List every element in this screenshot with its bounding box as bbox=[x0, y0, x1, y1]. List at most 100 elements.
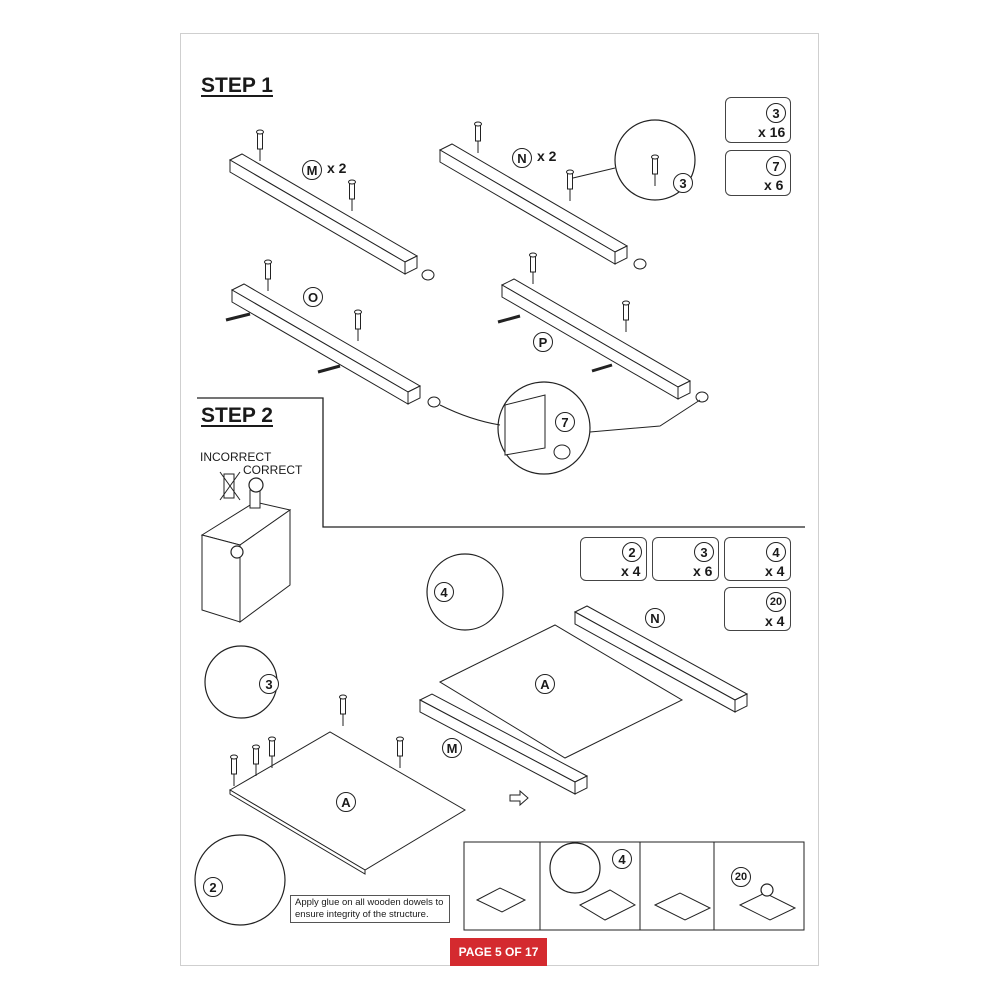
block-icon bbox=[475, 887, 527, 913]
glide-foot-icon bbox=[695, 391, 709, 403]
part-label-p: P bbox=[533, 332, 553, 352]
hardware-box-20: 20 x 4 bbox=[724, 587, 791, 631]
hardware-box-3: 3 x 16 bbox=[725, 97, 791, 143]
cam-bolt-icon bbox=[497, 314, 521, 324]
rail-p bbox=[677, 380, 691, 400]
cam-bolt-icon bbox=[349, 182, 355, 200]
block-icon bbox=[578, 889, 637, 921]
cam-bolt-icon bbox=[652, 157, 658, 175]
hardware-id-3: 3 bbox=[766, 103, 786, 123]
cam-bolt-icon bbox=[230, 754, 238, 760]
rail-n2 bbox=[734, 693, 748, 713]
rail-m bbox=[228, 153, 419, 263]
hardware-qty-3: x 16 bbox=[758, 124, 786, 140]
cam-bolt-icon bbox=[268, 736, 276, 742]
hardware-qty-3b: x 6 bbox=[693, 563, 713, 579]
callout-2-circle bbox=[194, 834, 286, 926]
cam-bolt-icon bbox=[567, 172, 573, 190]
glide-foot-icon bbox=[427, 396, 441, 408]
hardware-qty-4: x 4 bbox=[765, 563, 785, 579]
sequence-callout-20: 20 bbox=[731, 867, 751, 887]
leader-line bbox=[439, 404, 501, 426]
page-number-badge: PAGE 5 OF 17 bbox=[450, 938, 547, 966]
dowel-icon bbox=[223, 473, 235, 499]
step-1-heading: STEP 1 bbox=[201, 74, 273, 97]
glide-foot-icon bbox=[553, 444, 571, 460]
cam-bolt-icon bbox=[225, 312, 251, 322]
cam-bolt-icon bbox=[354, 309, 362, 315]
part-label-o: O bbox=[303, 287, 323, 307]
cam-bolt-icon bbox=[252, 744, 260, 750]
leader-line bbox=[589, 399, 701, 433]
rail-m bbox=[404, 255, 418, 275]
hardware-box-3b: 3 x 6 bbox=[652, 537, 719, 581]
cam-bolt-icon bbox=[257, 132, 263, 150]
step-divider bbox=[197, 397, 805, 528]
callout-3b-label: 3 bbox=[259, 674, 279, 694]
block-icon bbox=[738, 892, 797, 921]
rail-n bbox=[439, 149, 616, 265]
cam-bolt-icon bbox=[348, 179, 356, 185]
hardware-id-7: 7 bbox=[766, 156, 786, 176]
hardware-box-2: 2 x 4 bbox=[580, 537, 647, 581]
rail-o bbox=[407, 385, 421, 405]
sequence-frame bbox=[463, 841, 805, 931]
cam-bolt-icon bbox=[397, 739, 403, 757]
incorrect-cross-icon bbox=[219, 471, 241, 501]
cam-bolt-icon bbox=[529, 252, 537, 258]
callout-4-label: 4 bbox=[434, 582, 454, 602]
cam-bolt-icon bbox=[474, 121, 482, 127]
cam-bolt-icon bbox=[317, 364, 341, 374]
part-label-a: A bbox=[336, 792, 356, 812]
cam-bolt-icon bbox=[651, 154, 659, 160]
arrow-right-icon bbox=[509, 789, 529, 807]
rail-o bbox=[230, 283, 422, 393]
rail-n bbox=[614, 245, 628, 265]
callout-4-detail-circle bbox=[549, 842, 601, 894]
glide-foot-icon bbox=[633, 258, 647, 270]
cam-bolt-icon bbox=[269, 739, 275, 757]
cam-bolt-icon bbox=[339, 694, 347, 700]
hardware-id-3b: 3 bbox=[694, 542, 714, 562]
rail-p bbox=[501, 284, 679, 400]
rail-n bbox=[438, 143, 629, 253]
part-label-m2: M bbox=[442, 738, 462, 758]
rail-end-detail bbox=[504, 394, 546, 456]
callout-7-label: 7 bbox=[555, 412, 575, 432]
hardware-id-4: 4 bbox=[766, 542, 786, 562]
block-icon bbox=[653, 892, 712, 921]
panel-a-top bbox=[438, 624, 684, 759]
glue-note: Apply glue on all wooden dowels to ensur… bbox=[290, 895, 450, 923]
hardware-qty-20: x 4 bbox=[765, 613, 785, 629]
hole bbox=[230, 545, 244, 559]
cover-cap-icon bbox=[760, 883, 774, 897]
cam-bolt-icon bbox=[623, 303, 629, 321]
cam-bolt-icon bbox=[566, 169, 574, 175]
cam-bolt-icon bbox=[355, 312, 361, 330]
cam-bolt-icon bbox=[591, 363, 613, 373]
part-qty-m: x 2 bbox=[327, 160, 347, 176]
rail-m2 bbox=[574, 775, 588, 795]
cam-bolt-icon bbox=[231, 757, 237, 775]
incorrect-label: INCORRECT bbox=[200, 450, 272, 464]
hardware-box-4: 4 x 4 bbox=[724, 537, 791, 581]
panel-sample-side bbox=[239, 509, 291, 623]
hardware-qty-7: x 6 bbox=[764, 177, 784, 193]
sequence-callout-4: 4 bbox=[612, 849, 632, 869]
part-qty-n: x 2 bbox=[537, 148, 557, 164]
correct-circle bbox=[248, 477, 264, 493]
callout-2-label: 2 bbox=[203, 877, 223, 897]
part-label-n2: N bbox=[645, 608, 665, 628]
cam-bolt-icon bbox=[340, 697, 346, 715]
panel-a-edge bbox=[229, 789, 366, 875]
cam-bolt-icon bbox=[622, 300, 630, 306]
part-label-a-top: A bbox=[535, 674, 555, 694]
cam-bolt-icon bbox=[396, 736, 404, 742]
cam-bolt-icon bbox=[530, 255, 536, 273]
dowel-icon bbox=[249, 489, 261, 509]
callout-3-label: 3 bbox=[673, 173, 693, 193]
cam-bolt-icon bbox=[256, 129, 264, 135]
glide-foot-icon bbox=[421, 269, 435, 281]
hardware-box-7: 7 x 6 bbox=[725, 150, 791, 196]
